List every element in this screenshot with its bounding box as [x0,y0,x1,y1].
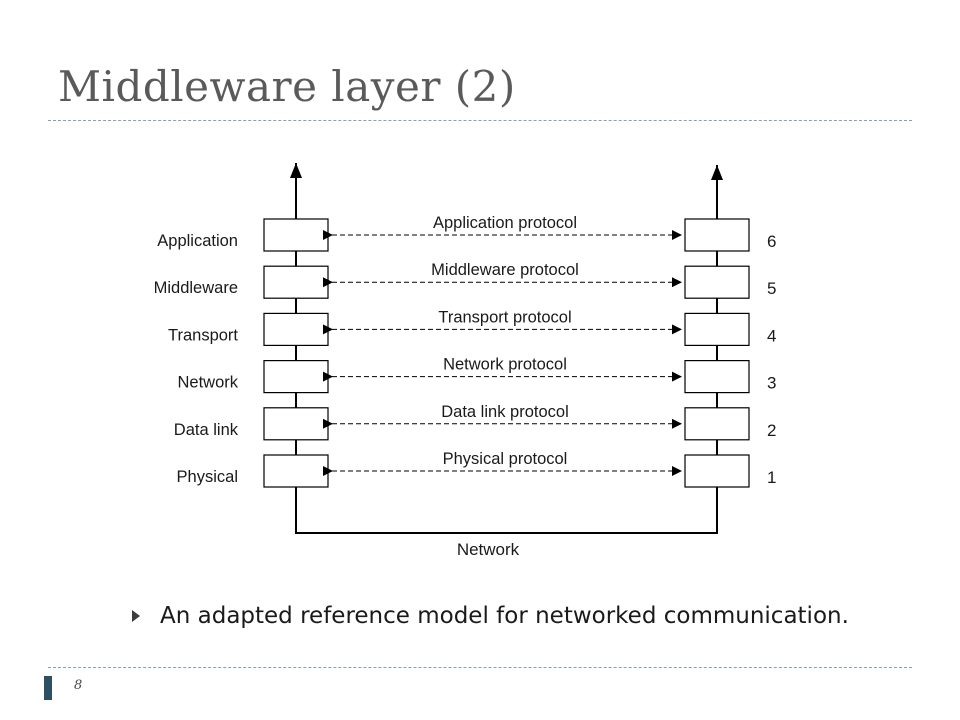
protocol-label: Data link protocol [441,403,568,421]
right-layer-box [684,265,750,299]
bullet-arrow-icon [132,610,140,622]
protocol-label: Network protocol [443,356,567,374]
right-layer-box [684,218,750,252]
layer-name-label: Network [177,374,238,392]
right-layer-box [684,407,750,441]
right-layer-box [684,454,750,488]
left-layer-box [263,312,329,346]
slide-title: Middleware layer (2) [58,62,516,111]
left-layer-box [263,360,329,394]
left-layer-box [263,265,329,299]
layer-number-label: 3 [767,374,776,393]
protocol-label: Middleware protocol [431,261,579,279]
left-up-arrow-icon [290,163,302,178]
title-divider [48,120,912,121]
layer-name-label: Data link [174,421,239,439]
layer-name-label: Physical [177,468,238,486]
layer-name-label: Transport [168,326,238,344]
footer-accent-bar [44,676,52,700]
bullet-item: An adapted reference model for networked… [132,603,849,629]
layer-name-label: Middleware [154,279,238,297]
protocol-label: Application protocol [433,214,577,232]
layers-group: Application Application protocol 6Middlewa… [154,214,776,488]
protocol-label: Transport protocol [438,308,571,326]
network-label: Network [457,540,520,559]
footer-divider [48,667,912,668]
right-layer-box [684,360,750,394]
layer-number-label: 5 [767,279,776,298]
bullet-text: An adapted reference model for networked… [160,603,849,629]
protocol-label: Physical protocol [443,450,568,468]
right-up-arrow-icon [711,165,723,180]
layer-number-label: 4 [767,326,776,345]
left-layer-box [263,454,329,488]
layer-name-label: Application [157,232,238,250]
layer-number-label: 1 [767,468,776,487]
page-number: 8 [74,678,83,693]
left-layer-box [263,218,329,252]
right-layer-box [684,312,750,346]
layer-number-label: 2 [767,421,776,440]
layer-number-label: 6 [767,232,776,251]
left-layer-box [263,407,329,441]
